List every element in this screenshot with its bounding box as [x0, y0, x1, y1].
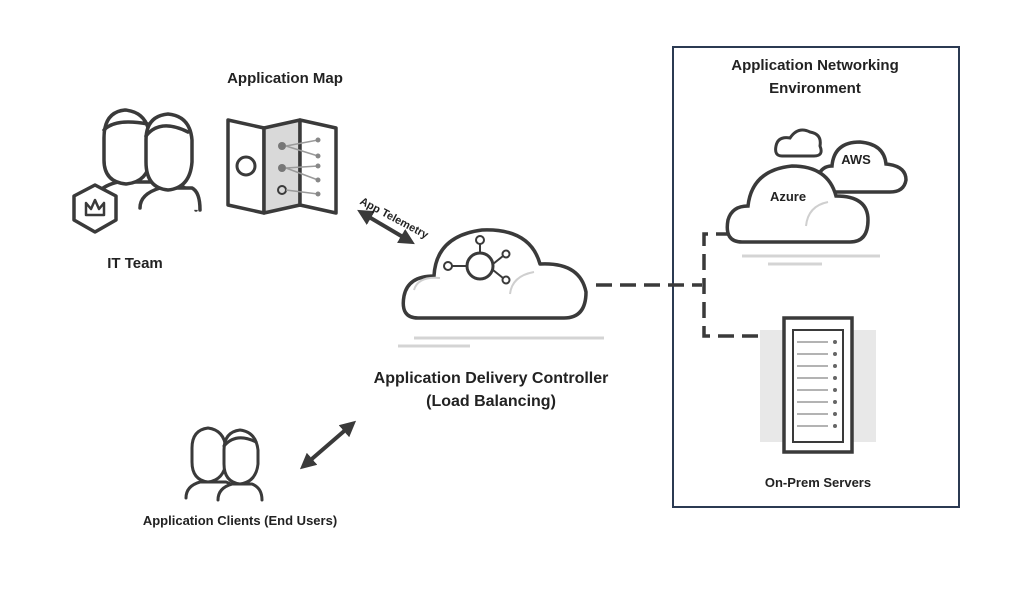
telemetry-arrow — [357, 209, 415, 245]
adc-cloud-icon — [398, 228, 604, 348]
dashed-connectors — [596, 232, 790, 338]
application-clients-label: Application Clients (End Users) — [142, 513, 338, 528]
adc-label-line2: (Load Balancing) — [426, 393, 556, 410]
adc-label-line1: Application Delivery Controller — [373, 370, 609, 387]
azure-cloud-icon — [725, 164, 880, 266]
application-clients-icon — [184, 426, 264, 502]
aws-label: AWS — [841, 152, 871, 167]
clients-arrow — [299, 420, 357, 470]
environment-title-line1: Application Networking — [731, 57, 899, 74]
azure-label: Azure — [769, 189, 807, 204]
on-prem-servers-label: On-Prem Servers — [764, 475, 872, 490]
it-team-icon — [72, 108, 202, 234]
server-rack-icon — [760, 316, 876, 454]
application-map-label: Application Map — [227, 70, 343, 87]
application-map-icon — [226, 118, 338, 215]
it-team-label: IT Team — [107, 255, 163, 272]
networking-environment-box — [672, 46, 960, 508]
small-cloud-icon — [774, 128, 823, 158]
environment-title-line2: Environment — [769, 80, 861, 97]
